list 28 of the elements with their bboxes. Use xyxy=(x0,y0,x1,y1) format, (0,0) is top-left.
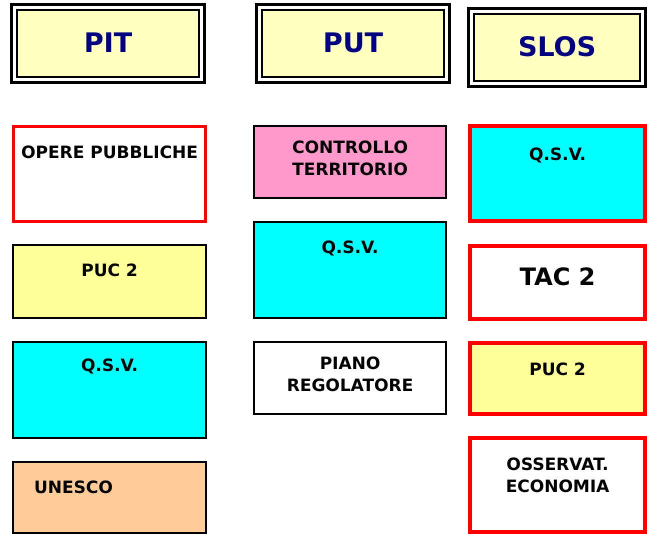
box-label: CONTROLLO TERRITORIO xyxy=(291,137,409,182)
box-label: PUC 2 xyxy=(80,260,139,282)
category-box xyxy=(468,436,647,534)
category-box xyxy=(253,221,447,319)
category-box xyxy=(12,341,207,439)
box-label: UNESCO xyxy=(34,477,114,500)
box-label: PIANO REGOLATORE xyxy=(286,353,414,398)
category-box xyxy=(12,244,207,319)
category-box xyxy=(12,461,207,534)
category-box xyxy=(12,125,207,223)
category-box xyxy=(468,244,647,321)
header-label: PUT xyxy=(322,28,384,59)
header-label: PIT xyxy=(84,28,132,59)
header-label: SLOS xyxy=(518,32,596,63)
box-label: TAC 2 xyxy=(518,262,596,293)
category-box xyxy=(468,341,647,416)
category-box xyxy=(468,124,647,223)
category-box xyxy=(253,341,447,415)
box-label: PUC 2 xyxy=(528,359,587,382)
category-box xyxy=(253,125,447,199)
box-label: Q.S.V. xyxy=(528,144,588,166)
box-label: OPERE PUBBLICHE xyxy=(21,142,198,164)
box-label: Q.S.V. xyxy=(80,355,140,378)
header-box xyxy=(10,3,206,84)
header-box xyxy=(467,7,647,88)
box-label: OSSERVAT. ECONOMIA xyxy=(504,454,610,498)
box-label: Q.S.V. xyxy=(320,237,380,260)
header-box xyxy=(255,3,451,84)
